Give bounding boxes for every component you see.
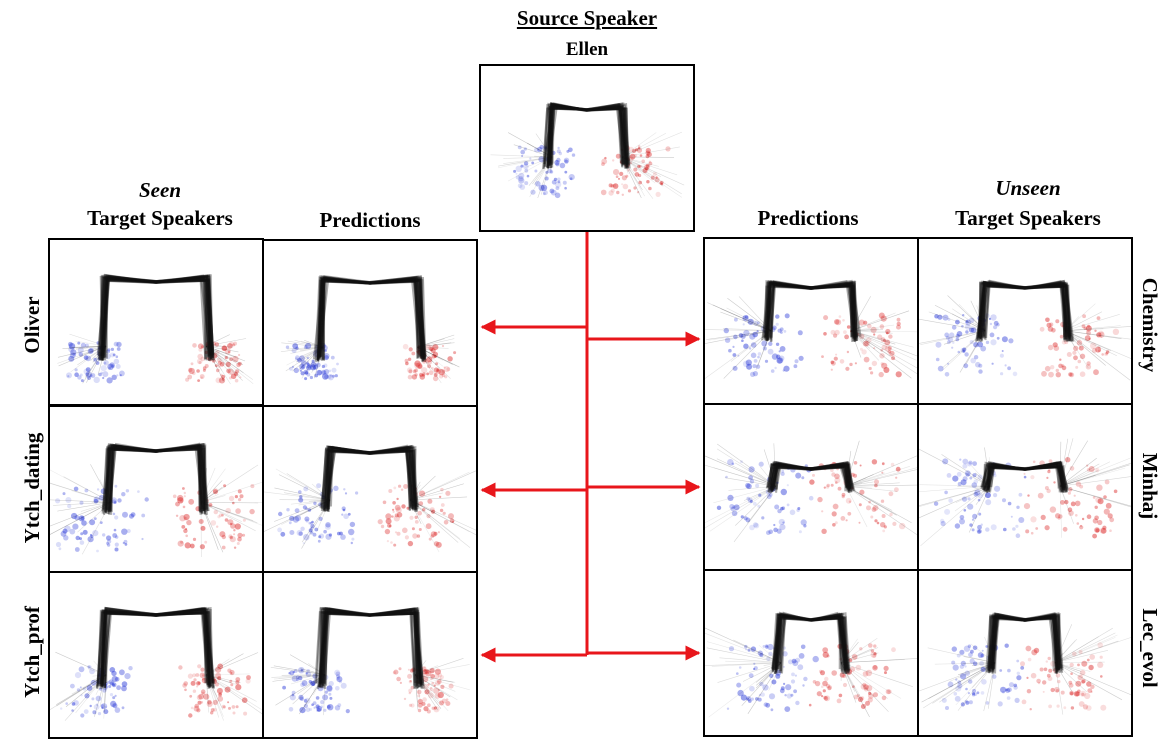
pose-plot [270,606,470,716]
panel-pred-ytch-dating [262,405,478,573]
pose-plot [264,444,476,553]
pose-plot [57,273,254,385]
right-predictions-header: Predictions [757,206,859,230]
panel-pred-ytch-prof [262,571,478,739]
pose-plot [919,438,1131,547]
unseen-header-word: Unseen [995,176,1061,200]
left-predictions-header: Predictions [319,208,421,232]
pose-plot [280,275,460,384]
pose-plot [919,279,1131,381]
source-speaker-name: Ellen [565,39,609,60]
pose-plot [50,442,262,557]
pose-plot [705,440,917,543]
panel-source-ellen [479,64,695,232]
pose-plot [705,279,917,379]
seen-header-rest: Target Speakers [87,206,233,230]
panel-unseen-minhaj [917,403,1133,571]
unseen-header-rest: Target Speakers [955,206,1101,230]
seen-header-word: Seen [139,178,181,202]
panel-unseen-lec-evol [917,569,1133,737]
panel-pred-minhaj [703,403,919,571]
pose-plot [705,611,917,718]
pose-plot [490,102,685,199]
panel-seen-oliver [48,238,264,406]
panel-pred-lec-evol [703,569,919,737]
pose-plot [919,612,1131,715]
panel-unseen-chemistry [917,237,1133,405]
panel-pred-chemistry [703,237,919,405]
panel-pred-oliver [262,239,478,407]
pose-plot [50,606,262,721]
panel-seen-ytch-prof [48,571,264,739]
panel-seen-ytch-dating [48,405,264,573]
source-speaker-title: Source Speaker [516,6,658,30]
